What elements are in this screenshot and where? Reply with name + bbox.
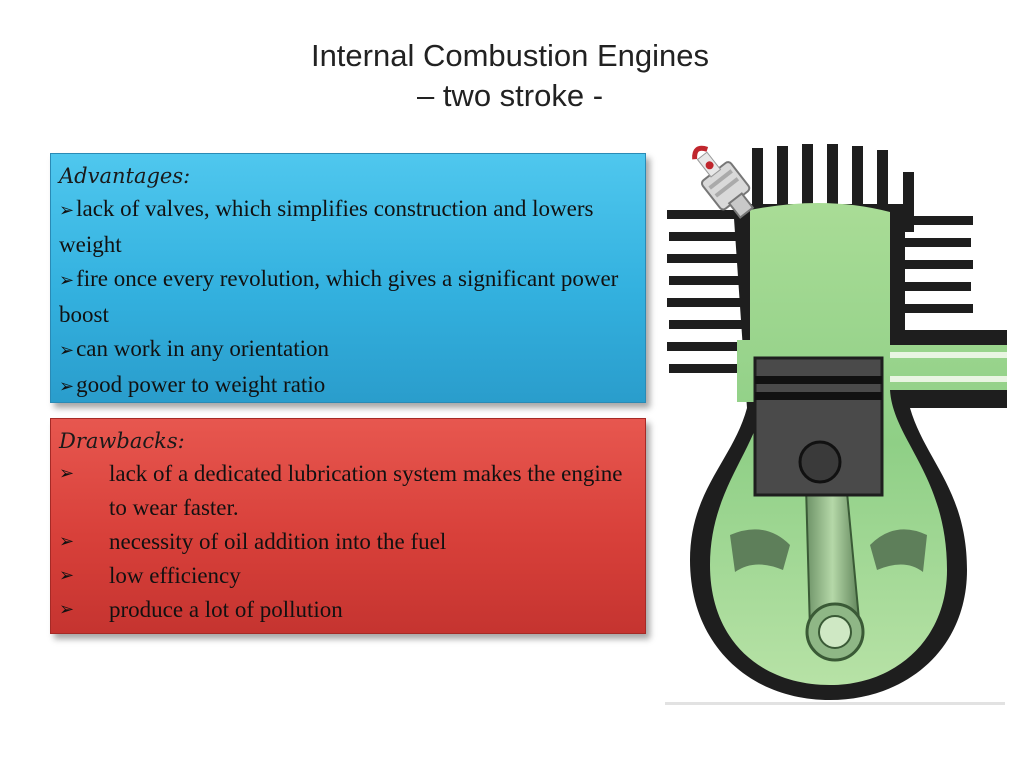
- arrow-bullet-icon: ➢: [59, 531, 75, 552]
- exhaust-port: [890, 352, 1007, 358]
- drawbacks-heading: Drawbacks:: [59, 429, 185, 453]
- arrow-bullet-icon: ➢: [59, 270, 75, 291]
- intake-port: [890, 376, 1007, 382]
- list-item: ➢ necessity of oil addition into the fuel: [59, 525, 637, 559]
- list-item: ➢fire once every revolution, which gives…: [59, 262, 637, 332]
- advantage-text: fire once every revolution, which gives …: [59, 266, 619, 327]
- cooling-fins: [667, 144, 973, 373]
- arrow-bullet-icon: ➢: [59, 200, 75, 221]
- title-line-2: – two stroke -: [416, 78, 604, 113]
- drawback-text: low efficiency: [109, 563, 241, 588]
- arrow-bullet-icon: ➢: [59, 340, 75, 361]
- drawbacks-box: Drawbacks: ➢ lack of a dedicated lubricat…: [50, 418, 646, 634]
- arrow-bullet-icon: ➢: [59, 565, 75, 586]
- title-line-1: Internal Combustion Engines: [310, 38, 710, 73]
- drawback-text: produce a lot of pollution: [109, 597, 343, 622]
- drawback-text: lack of a dedicated lubrication system m…: [109, 461, 623, 520]
- arrow-bullet-icon: ➢: [59, 376, 75, 397]
- crank-web-left: [730, 529, 790, 572]
- advantages-box: Advantages: ➢lack of valves, which simpl…: [50, 153, 646, 403]
- arrow-bullet-icon: ➢: [59, 599, 75, 620]
- advantages-heading: Advantages:: [59, 164, 191, 188]
- advantage-text: good power to weight ratio: [76, 372, 326, 397]
- advantage-text: can work in any orientation: [76, 336, 330, 361]
- list-item: ➢good power to weight ratio: [59, 368, 637, 404]
- list-item: ➢can work in any orientation: [59, 332, 637, 368]
- list-item: ➢ produce a lot of pollution: [59, 593, 637, 627]
- slide-title: Internal Combustion Engines – two stroke…: [250, 36, 770, 116]
- advantages-list: ➢lack of valves, which simplifies constr…: [59, 192, 637, 404]
- crank-web-right: [870, 529, 927, 572]
- advantage-text: lack of valves, which simplifies constru…: [59, 196, 594, 257]
- list-item: ➢ lack of a dedicated lubrication system …: [59, 457, 637, 525]
- arrow-bullet-icon: ➢: [59, 463, 75, 484]
- list-item: ➢ low efficiency: [59, 559, 637, 593]
- piston: [753, 356, 884, 497]
- drawback-text: necessity of oil addition into the fuel: [109, 529, 447, 554]
- spark-plug-icon: [692, 145, 755, 219]
- list-item: ➢lack of valves, which simplifies constr…: [59, 192, 637, 262]
- two-stroke-engine-diagram: [665, 144, 1007, 705]
- drawbacks-list: ➢ lack of a dedicated lubrication system …: [59, 457, 637, 627]
